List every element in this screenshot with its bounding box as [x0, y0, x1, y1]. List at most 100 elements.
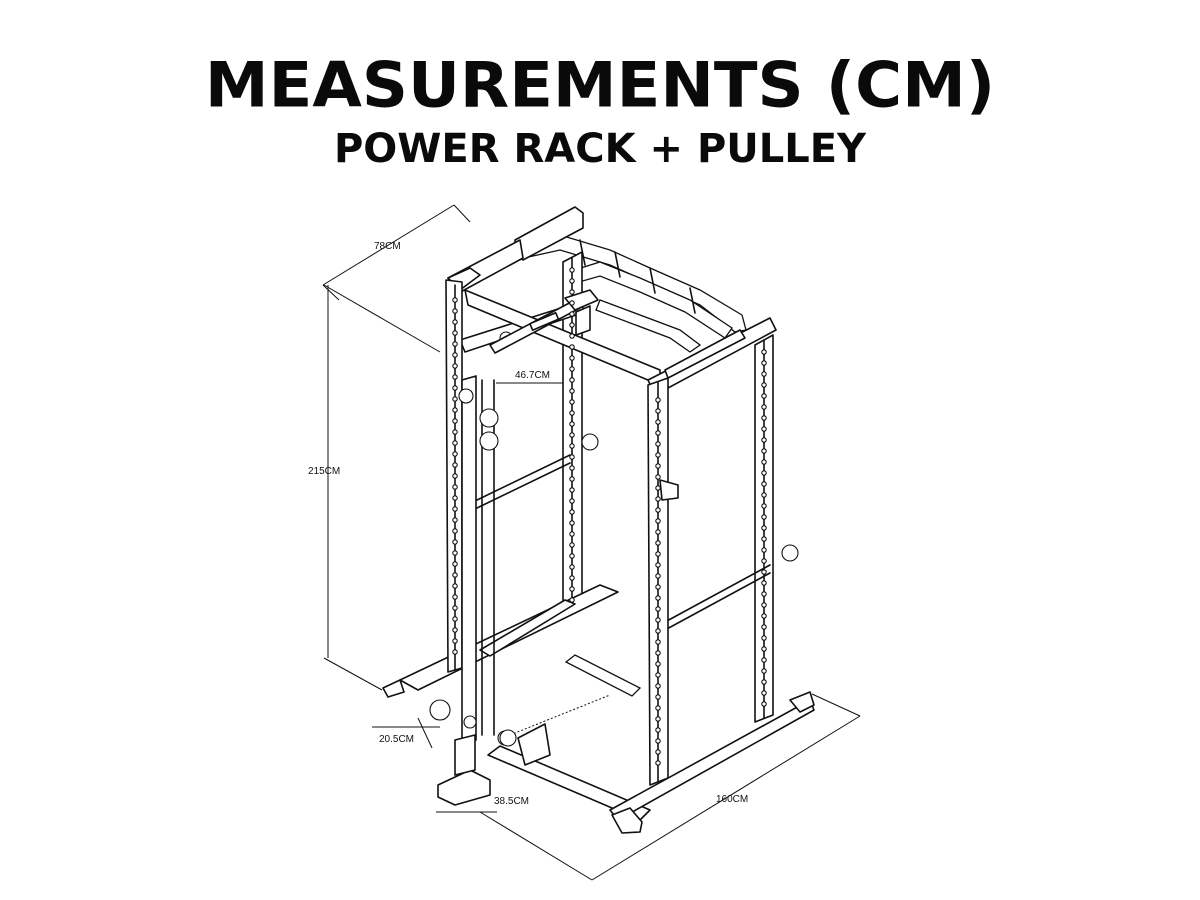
upright-hole [569, 311, 575, 317]
upright-hole [655, 749, 661, 755]
front-right-upright [647, 377, 679, 786]
dim-foot-label: 20.5CM [379, 734, 414, 745]
upright-hole [655, 760, 661, 766]
upright-hole [569, 267, 575, 273]
upright-hole [452, 330, 458, 336]
upright-hole [655, 716, 661, 722]
upright-hole [452, 506, 458, 512]
upright-hole [655, 518, 661, 524]
upright-hole [655, 463, 661, 469]
upright-hole [655, 408, 661, 414]
upright-hole [655, 727, 661, 733]
upright-hole [569, 542, 575, 548]
upright-hole [569, 388, 575, 394]
upright-hole [569, 586, 575, 592]
upright-hole [761, 415, 767, 421]
upright-hole [655, 595, 661, 601]
upright-hole [761, 470, 767, 476]
upright-hole [655, 540, 661, 546]
upright-hole [655, 650, 661, 656]
upright-hole [452, 440, 458, 446]
upright-hole [655, 529, 661, 535]
upright-hole [569, 432, 575, 438]
upright-hole [761, 492, 767, 498]
upright-hole [655, 507, 661, 513]
upright-hole [452, 572, 458, 578]
upright-hole [761, 657, 767, 663]
upright-hole [569, 344, 575, 350]
upright-hole [655, 573, 661, 579]
upright-hole [655, 419, 661, 425]
pulley-column [454, 289, 599, 776]
upright-hole [655, 606, 661, 612]
upright-hole [655, 562, 661, 568]
dim-depth-label: 78CM [374, 241, 401, 252]
upright-hole [569, 289, 575, 295]
upright-hole [761, 525, 767, 531]
upright-hole [452, 638, 458, 644]
upright-hole [655, 452, 661, 458]
page-subtitle: POWER RACK + PULLEY [333, 126, 867, 172]
upright-hole [655, 705, 661, 711]
upright-hole [452, 363, 458, 369]
upright-hole [761, 624, 767, 630]
upright-hole [655, 397, 661, 403]
upright-hole [569, 509, 575, 515]
upright-hole [655, 639, 661, 645]
upright-hole [761, 448, 767, 454]
upright-hole [452, 385, 458, 391]
upright-hole [655, 694, 661, 700]
upright-hole [569, 520, 575, 526]
upright-hole [569, 443, 575, 449]
barbells [476, 433, 799, 697]
upright-hole [761, 514, 767, 520]
upright-holes [452, 267, 767, 766]
upright-hole [761, 426, 767, 432]
upright-hole [452, 627, 458, 633]
upright-hole [452, 319, 458, 325]
upright-hole [761, 481, 767, 487]
dim-base-label: 38.5CM [494, 796, 529, 807]
top-frame [447, 206, 777, 396]
page-title: MEASUREMENTS (CM) [204, 49, 996, 123]
upright-hole [761, 701, 767, 707]
upright-hole [452, 429, 458, 435]
upright-hole [452, 451, 458, 457]
upright-hole [569, 531, 575, 537]
upright-hole [761, 536, 767, 542]
upright-hole [452, 308, 458, 314]
upright-hole [452, 374, 458, 380]
upright-hole [569, 322, 575, 328]
upright-hole [761, 569, 767, 575]
upright-hole [569, 487, 575, 493]
dimension-lines [322, 204, 861, 881]
dim-pulley-label: 46.7CM [515, 370, 550, 381]
upright-hole [452, 616, 458, 622]
upright-hole [655, 430, 661, 436]
upright-hole [452, 407, 458, 413]
upright-hole [569, 465, 575, 471]
upright-hole [569, 333, 575, 339]
upright-hole [569, 553, 575, 559]
upright-hole [655, 584, 661, 590]
upright-hole [761, 382, 767, 388]
upright-hole [761, 371, 767, 377]
upright-hole [569, 498, 575, 504]
upright-hole [761, 558, 767, 564]
upright-hole [655, 672, 661, 678]
upright-hole [452, 649, 458, 655]
upright-hole [452, 528, 458, 534]
upright-hole [761, 646, 767, 652]
upright-hole [761, 547, 767, 553]
upright-hole [761, 635, 767, 641]
upright-hole [452, 550, 458, 556]
upright-hole [761, 580, 767, 586]
upright-hole [655, 661, 661, 667]
upright-hole [655, 628, 661, 634]
upright-hole [761, 591, 767, 597]
upright-hole [655, 485, 661, 491]
upright-hole [761, 668, 767, 674]
upright-hole [452, 396, 458, 402]
upright-hole [569, 366, 575, 372]
upright-hole [761, 393, 767, 399]
